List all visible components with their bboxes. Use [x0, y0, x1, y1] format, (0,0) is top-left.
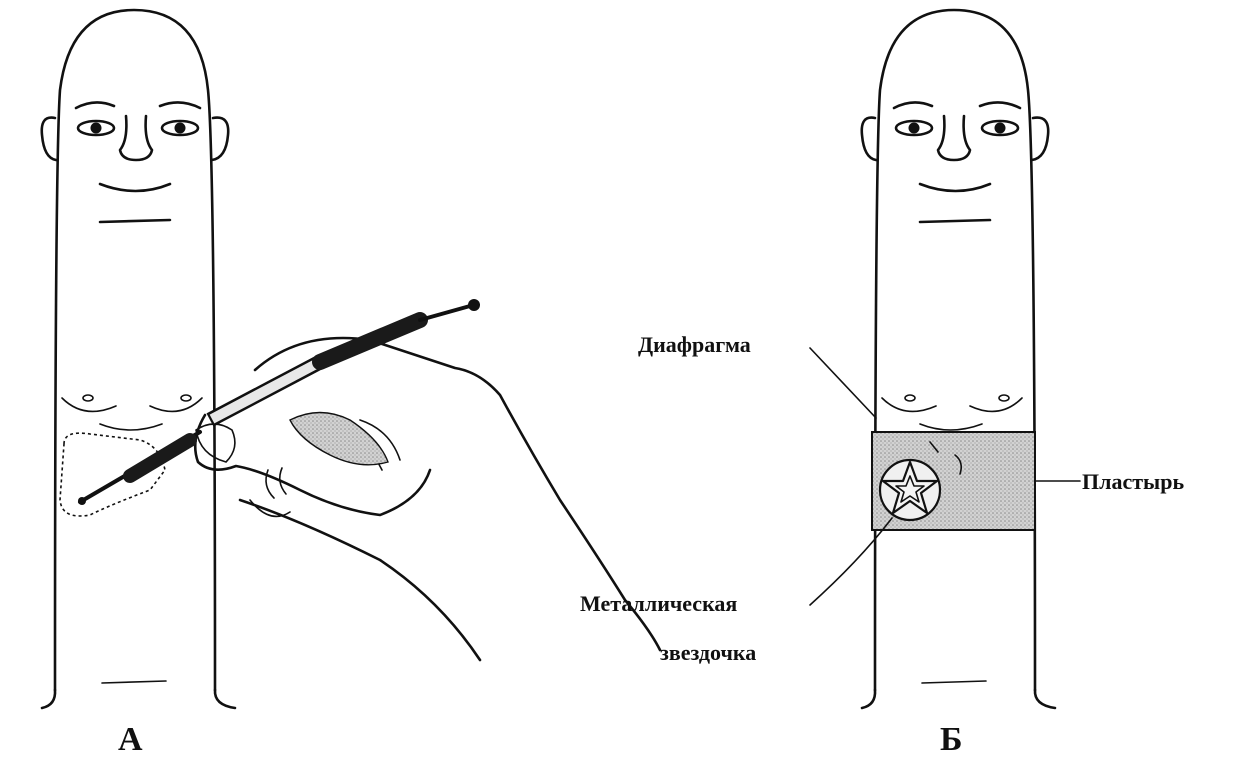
panel-letter-a: А [118, 721, 143, 758]
pupil-right-a [175, 123, 186, 134]
collar-line-b [922, 681, 986, 683]
leader-star [810, 518, 892, 605]
chin-line-b [920, 220, 990, 222]
label-patch: Пластырь [1082, 469, 1184, 494]
probe-grip-upper [320, 320, 420, 362]
nose-b [938, 116, 970, 160]
probe-ball-tip [468, 299, 480, 311]
ear-left-b [862, 118, 876, 160]
label-diaphragm: Диафрагма [638, 332, 751, 357]
ear-left-a [42, 118, 56, 160]
knuckle-line-3 [250, 500, 290, 516]
nipple-right-a [181, 395, 191, 401]
ear-right-b [1032, 118, 1048, 160]
finger-crease [266, 470, 274, 498]
probe-tip-rod [420, 306, 470, 320]
chest-left-a [62, 398, 116, 411]
figure-b [862, 10, 1055, 708]
chest-right-a [150, 398, 202, 411]
brow-right-a [160, 102, 200, 108]
nipple-right-b [999, 395, 1009, 401]
pupil-left-a [91, 123, 102, 134]
mouth-a [100, 184, 170, 191]
probe-contact-tip [78, 497, 86, 505]
diaphragm-line-a [100, 424, 162, 430]
leader-diaphragm [810, 348, 876, 418]
dotted-organ-outline-a [60, 433, 165, 516]
hand-with-probe [78, 299, 660, 660]
neck-base-right-b [1035, 690, 1055, 708]
panel-letter-b: Б [940, 721, 962, 758]
metal-star [880, 460, 940, 520]
collar-line-a [102, 681, 166, 683]
probe-grip-lower [130, 440, 190, 476]
figure-a [42, 10, 235, 708]
thumb-shadow [290, 413, 388, 465]
ear-right-a [212, 118, 228, 160]
body-outline-b [875, 10, 1035, 690]
wrist-lower [240, 500, 480, 660]
chest-left-b [882, 398, 936, 411]
chin-line-a [100, 220, 170, 222]
mouth-b [920, 184, 990, 191]
brow-right-b [980, 102, 1020, 108]
nose-a [120, 116, 152, 160]
label-star-line1: Металлическая [580, 591, 737, 616]
brow-left-b [894, 102, 932, 108]
pupil-left-b [909, 123, 920, 134]
probe-body-light-fill [212, 363, 318, 419]
brow-left-a [76, 102, 114, 108]
neck-base-left-b [862, 690, 875, 708]
label-star-line2: звездочка [660, 640, 756, 665]
neck-base-left-a [42, 690, 55, 708]
pupil-right-b [995, 123, 1006, 134]
chest-right-b [970, 398, 1022, 411]
neck-base-right-a [215, 690, 235, 708]
nipple-left-b [905, 395, 915, 401]
nipple-left-a [83, 395, 93, 401]
body-outline-a [55, 10, 215, 690]
diaphragm-line-b [920, 424, 982, 430]
